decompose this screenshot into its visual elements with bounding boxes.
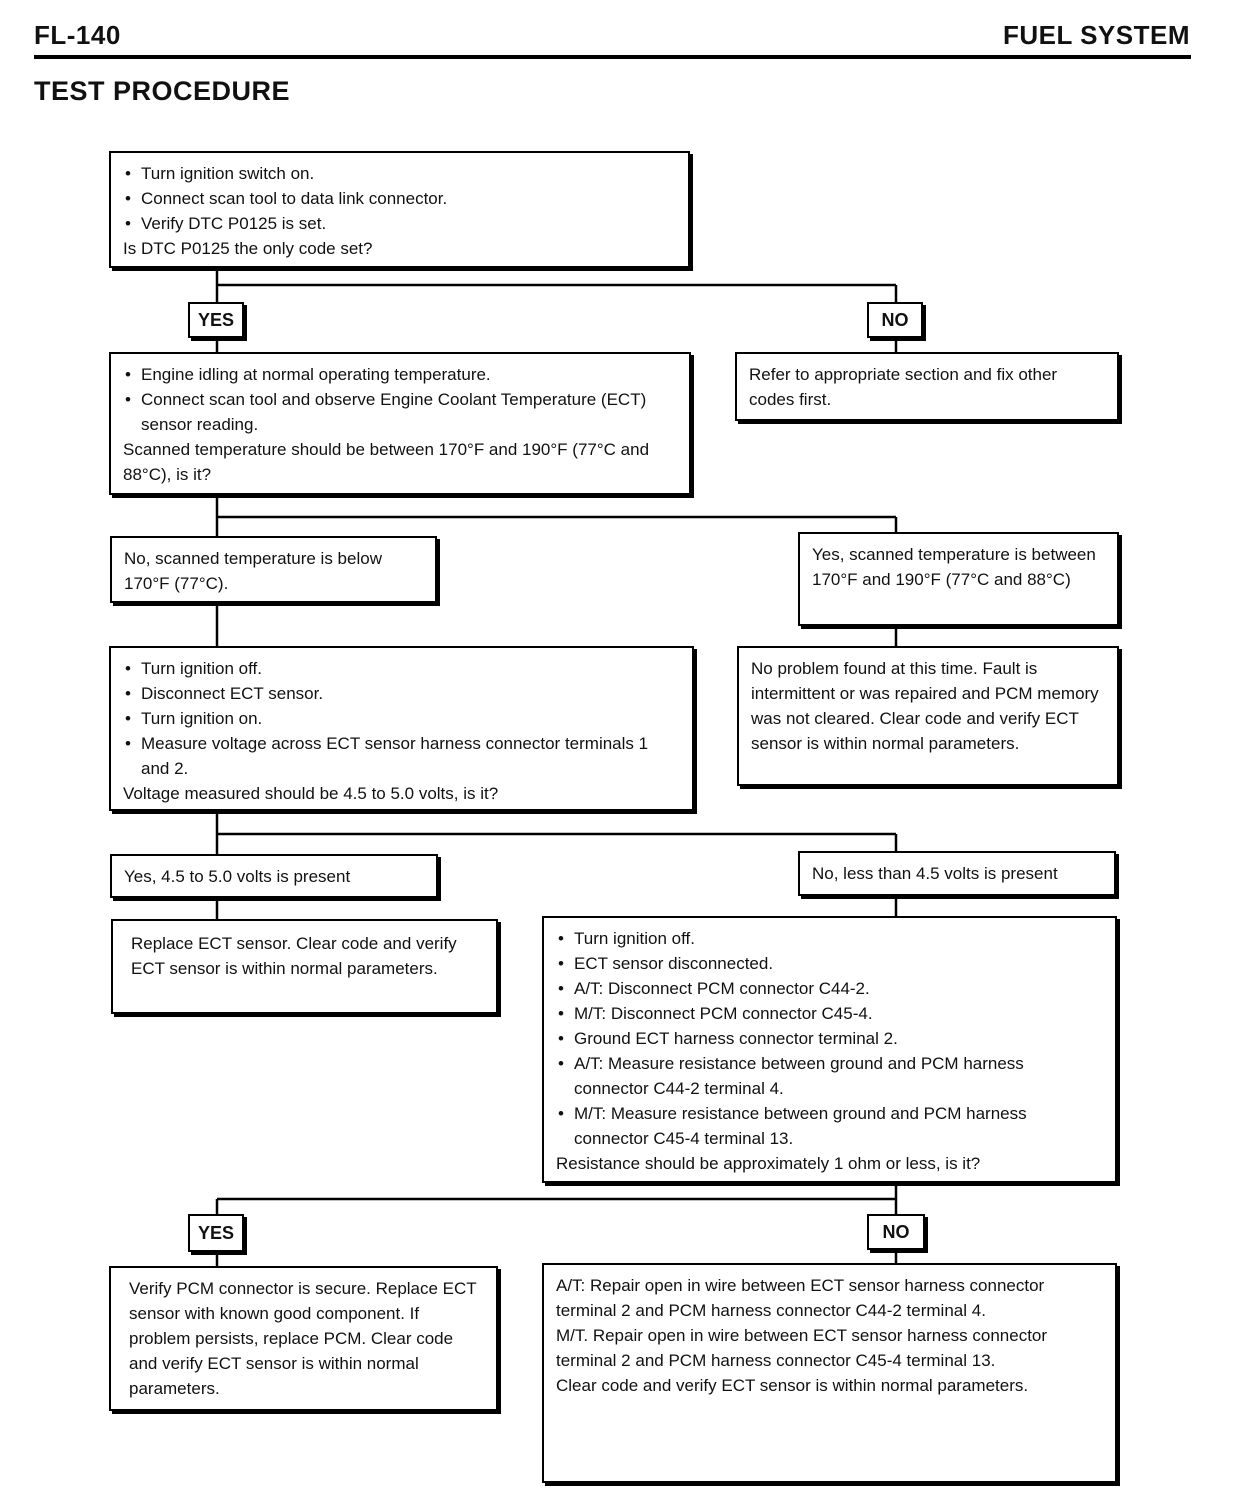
step3-yes-box: Yes, 4.5 to 5.0 volts is present	[110, 854, 438, 898]
no2-action-clear: Clear code and verify ECT sensor is with…	[556, 1376, 1029, 1395]
step2-bullet: Engine idling at normal operating temper…	[123, 362, 677, 387]
yes2-action-box: Verify PCM connector is secure. Replace …	[109, 1266, 498, 1411]
step3-bullet: Measure voltage across ECT sensor harnes…	[123, 731, 680, 781]
yes1-label: YES	[188, 302, 244, 338]
step1-bullet: Verify DTC P0125 is set.	[123, 211, 676, 236]
step3-no-text: No, less than 4.5 volts is present	[812, 864, 1058, 883]
step3-bullet: Disconnect ECT sensor.	[123, 681, 680, 706]
step4-question: Resistance should be approximately 1 ohm…	[556, 1154, 981, 1173]
step4-bullet: Turn ignition off.	[556, 926, 1103, 951]
step3-no-box: No, less than 4.5 volts is present	[798, 851, 1116, 896]
header-rule	[34, 55, 1191, 59]
no2-label: NO	[867, 1214, 925, 1250]
step3-yes-action-text: Replace ECT sensor. Clear code and verif…	[131, 934, 457, 978]
step2-question: Scanned temperature should be between 17…	[123, 440, 650, 484]
no2-action-box: A/T: Repair open in wire between ECT sen…	[542, 1263, 1117, 1483]
step2-yes-action-text: No problem found at this time. Fault is …	[751, 659, 1099, 753]
step4-bullet: ECT sensor disconnected.	[556, 951, 1103, 976]
page-number: FL-140	[34, 20, 121, 50]
step1-question: Is DTC P0125 the only code set?	[123, 239, 373, 258]
step4-bullet: Ground ECT harness connector terminal 2.	[556, 1026, 1103, 1051]
step1-box: Turn ignition switch on. Connect scan to…	[109, 151, 690, 268]
step1-bullet: Connect scan tool to data link connector…	[123, 186, 676, 211]
step3-yes-action-box: Replace ECT sensor. Clear code and verif…	[111, 919, 498, 1014]
no1-action-text: Refer to appropriate section and fix oth…	[749, 365, 1058, 409]
step2-box: Engine idling at normal operating temper…	[109, 352, 691, 495]
step2-no-box: No, scanned temperature is below 170°F (…	[110, 536, 437, 603]
page-title: TEST PROCEDURE	[34, 76, 291, 106]
step4-box: Turn ignition off. ECT sensor disconnect…	[542, 916, 1117, 1183]
step4-bullet: A/T: Disconnect PCM connector C44-2.	[556, 976, 1103, 1001]
step2-yes-text: Yes, scanned temperature is between 170°…	[812, 545, 1096, 589]
step1-bullet: Turn ignition switch on.	[123, 161, 676, 186]
no1-label: NO	[867, 302, 923, 338]
section-title: FUEL SYSTEM	[1002, 20, 1190, 50]
step3-yes-text: Yes, 4.5 to 5.0 volts is present	[124, 867, 351, 886]
step2-bullet: Connect scan tool and observe Engine Coo…	[123, 387, 677, 437]
step2-yes-action-box: No problem found at this time. Fault is …	[737, 646, 1119, 786]
step2-no-text: No, scanned temperature is below 170°F (…	[124, 549, 382, 593]
step3-question: Voltage measured should be 4.5 to 5.0 vo…	[123, 784, 499, 803]
no1-action-box: Refer to appropriate section and fix oth…	[735, 352, 1119, 421]
step4-bullet: M/T: Disconnect PCM connector C45-4.	[556, 1001, 1103, 1026]
yes2-action-text: Verify PCM connector is secure. Replace …	[129, 1279, 477, 1398]
step4-bullet: M/T: Measure resistance between ground a…	[556, 1101, 1103, 1151]
no2-action-at: A/T: Repair open in wire between ECT sen…	[556, 1276, 1045, 1320]
step3-bullet: Turn ignition off.	[123, 656, 680, 681]
yes2-label: YES	[188, 1214, 244, 1252]
step4-bullet: A/T: Measure resistance between ground a…	[556, 1051, 1103, 1101]
step3-bullet: Turn ignition on.	[123, 706, 680, 731]
no2-action-mt: M/T. Repair open in wire between ECT sen…	[556, 1326, 1048, 1370]
step2-yes-box: Yes, scanned temperature is between 170°…	[798, 532, 1119, 626]
step3-box: Turn ignition off. Disconnect ECT sensor…	[109, 646, 694, 811]
